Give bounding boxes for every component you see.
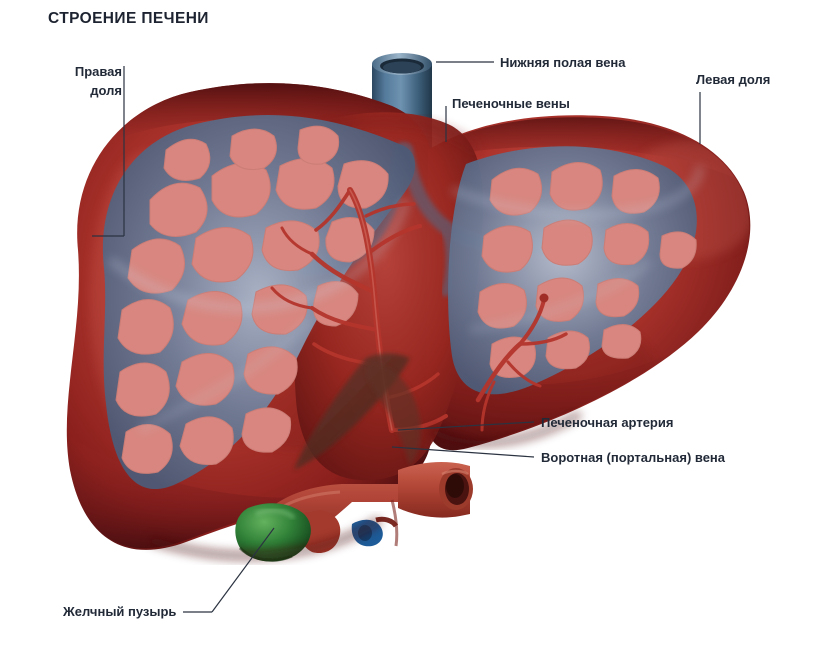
gallbladder [235,503,311,562]
leader-hepatic-artery [397,421,535,431]
label-hepatic-artery: Печеночная артерия [541,415,674,430]
leader-lines [92,61,701,613]
liver-bottom-shading [148,410,582,560]
label-portal-vein: Воротная (портальная) вена [541,450,726,465]
label-gallbladder: Желчный пузырь [63,604,177,619]
label-right-lobe: Правая доля [18,62,122,100]
label-right-lobe-line2: доля [90,83,122,98]
hepatic-artery-vessel [270,187,568,433]
left-lobe-lobule-network [448,146,704,395]
label-right-lobe-line1: Правая [74,64,122,79]
label-hepatic-veins: Печеночные вены [452,96,570,111]
leader-gallbladder-d [211,527,275,613]
caudate-lobe [294,353,421,470]
label-inferior-vena-cava: Нижняя полая вена [500,55,626,70]
leader-portal-vein [391,446,535,458]
label-left-lobe: Левая доля [696,72,771,87]
figure-title: СТРОЕНИЕ ПЕЧЕНИ [48,10,209,27]
